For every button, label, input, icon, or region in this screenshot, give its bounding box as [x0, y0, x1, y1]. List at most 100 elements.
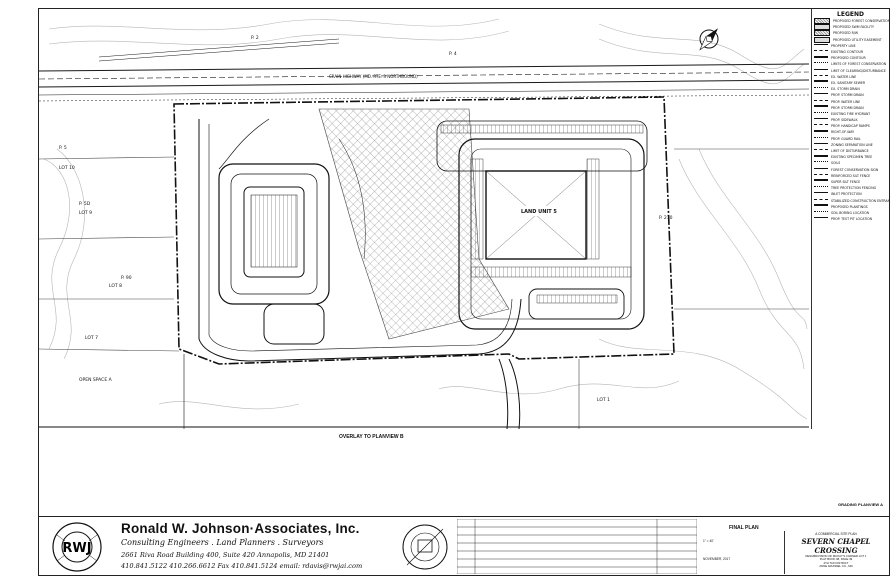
scale-value: 1" = 40' — [703, 539, 714, 543]
parcel-label: P. 210 — [659, 215, 673, 221]
legend-item-label: PROP. WATER LINE — [831, 99, 861, 104]
parcel-label: P. 2 — [251, 35, 259, 41]
legend-item-label: LIMIT OF CLEARING/DISTURBANCE — [831, 68, 886, 73]
firm-address: 2661 Riva Road Building 400, Suite 420 A… — [121, 551, 330, 559]
legend-item: PROP. TEST PIT LOCATION — [812, 216, 889, 222]
east-commercial-pad — [436, 120, 648, 330]
legend-symbol-icon — [814, 80, 828, 85]
legend-item: EX. SANITARY SEWER — [812, 80, 889, 86]
legend-item-label: PROPOSED PLANTINGS — [831, 204, 868, 209]
firm-name: Ronald W. Johnson·Associates, Inc. — [121, 521, 360, 536]
property-boundary — [173, 96, 675, 365]
legend-symbol-icon — [814, 36, 830, 43]
legend-symbol-icon — [814, 50, 828, 54]
legend-item-label: INLET PROTECTION — [831, 192, 862, 197]
legend-symbol-icon — [814, 43, 828, 48]
project-info: A COMMERCIAL SITE PLAN SEVERN CHAPEL CRO… — [784, 531, 887, 574]
legend-item: PROPOSED PLANTINGS — [812, 204, 889, 210]
parcel-label: P. 90 — [121, 275, 132, 281]
legend-symbol-icon — [814, 118, 828, 122]
legend-symbol-icon — [814, 129, 828, 135]
west-pad — [218, 118, 366, 345]
legend-symbol-icon — [814, 24, 830, 31]
legend-item: PROPOSED UTILITY EASEMENT — [812, 36, 889, 43]
legend-symbol-icon — [814, 186, 828, 190]
legend-item-label: EXISTING SPECIMEN TREE — [831, 155, 873, 160]
logo-text: RWJ — [62, 541, 91, 556]
legend-symbol-icon — [814, 74, 828, 79]
access-road — [183, 119, 522, 429]
legend-item: PROPOSED CONTOUR — [812, 55, 889, 61]
legend-symbol-icon — [814, 111, 828, 116]
legend-item-label: EXISTING FIRE HYDRANT — [831, 111, 871, 116]
legend-symbol-icon — [814, 198, 828, 203]
legend-item-label: PROP. GUARD RAIL — [831, 136, 861, 141]
drawing-sheet: CRAIN HIGHWAY (MD. RTE. 3 NORTHBOUND) — [38, 8, 890, 576]
legend-item: PROP. WATER LINE — [812, 98, 889, 104]
title-block: RWJ Ronald W. Johnson·Associates, Inc. C… — [39, 516, 889, 576]
project-line: 4TH TAX DISTRICT — [823, 560, 849, 565]
firm-info: Ronald W. Johnson·Associates, Inc. Consu… — [121, 521, 391, 570]
legend-symbol-icon — [814, 173, 828, 178]
legend-symbol-icon — [814, 210, 828, 215]
legend-item-label: PROP. TEST PIT LOCATION — [831, 217, 872, 222]
date-value: NOVEMBER, 2017 — [703, 557, 731, 561]
legend-item-label: LIMITS OF FOREST CONSERVATION — [831, 62, 887, 67]
legend-item: PROP. GUARD RAIL — [812, 136, 889, 142]
legend-item: LIMITS OF FOREST CONSERVATION — [812, 61, 889, 67]
legend-item-label: SOIL BORING LOCATION — [831, 210, 870, 215]
legend-item: PROP. SIDEWALK — [812, 117, 889, 123]
grading-caption: GRADING PLANVIEW A — [838, 502, 883, 507]
legend-item: INLET PROTECTION — [812, 191, 889, 197]
overlay-caption: OVERLAY TO PLANVIEW B — [339, 434, 404, 440]
legend-symbol-icon — [814, 30, 830, 37]
legend-symbol-icon — [814, 136, 828, 141]
legend-item-label: SUPER SILT FENCE — [831, 179, 861, 184]
legend-item-label: TREE PROTECTION FENCING — [831, 186, 877, 191]
legend-symbol-icon — [814, 161, 828, 165]
legend-item-label: EXISTING CONTOUR — [831, 50, 864, 55]
legend-symbol-icon — [814, 149, 828, 153]
legend-item-label: PROP. HANDICAP RAMPS — [831, 124, 870, 129]
legend-symbol-icon — [814, 93, 828, 97]
site-plan-view: CRAIN HIGHWAY (MD. RTE. 3 NORTHBOUND) — [39, 18, 809, 429]
legend-item: SOILS — [812, 160, 889, 166]
legend-item-label: PROPERTY LINE — [831, 43, 856, 48]
legend-item-label: SOILS — [831, 161, 841, 166]
project-type: A COMMERCIAL SITE PLAN — [815, 532, 857, 536]
legend-symbol-icon — [814, 179, 828, 184]
parcel-label: P. 5D — [79, 201, 91, 207]
legend-item: FOREST CONSERVATION SIGN — [812, 167, 889, 173]
legend-item-label: PROPOSED R/W — [833, 31, 859, 36]
legend-symbol-icon — [814, 167, 828, 172]
legend-symbol-icon — [814, 87, 828, 91]
legend-item: LIMIT OF DISTURBANCE — [812, 148, 889, 154]
legend-item: EXISTING CONTOUR — [812, 49, 889, 55]
legend-item: EX. STORM DRAIN — [812, 86, 889, 92]
legend-item-label: PROPOSED FOREST CONSERVATION — [833, 19, 889, 24]
legend-item-label: PROP. SIDEWALK — [831, 118, 858, 123]
legend-item-label: PROP. STORM DRAIN — [831, 93, 864, 98]
legend-item: PROPERTY LINE — [812, 43, 889, 49]
legend-item-label: LIMIT OF DISTURBANCE — [831, 149, 869, 154]
parcel-label: LOT 8 — [109, 283, 122, 289]
firm-subtitle: Consulting Engineers . Land Planners . S… — [121, 538, 324, 547]
legend-item-label: RIGHT-OF-WAY — [831, 130, 855, 135]
project-line: RESUBDIVISION OF MCKAY’S CORNER LOT 1 — [805, 554, 867, 558]
legend-item-label: REINFORCED SILT FENCE — [831, 173, 871, 178]
legend-item: RIGHT-OF-WAY — [812, 129, 889, 135]
highway — [39, 38, 809, 102]
legend-title: LEGEND — [837, 11, 864, 18]
legend-item: REINFORCED SILT FENCE — [812, 173, 889, 179]
legend-item: TREE PROTECTION FENCING — [812, 185, 889, 191]
legend-item: PROP. HANDICAP RAMPS — [812, 123, 889, 129]
legend-item: PROPOSED R/W — [812, 30, 889, 37]
legend-item: PROP. STORM DRAIN — [812, 105, 889, 111]
legend-item: PROPOSED SWM FACILITY — [812, 24, 889, 31]
legend-item: EXISTING FIRE HYDRANT — [812, 111, 889, 117]
legend-item-label: PROPOSED UTILITY EASEMENT — [833, 37, 882, 42]
legend-symbol-icon — [814, 105, 828, 110]
legend-item-label: PROPOSED CONTOUR — [831, 56, 866, 61]
legend-symbol-icon — [814, 62, 828, 66]
